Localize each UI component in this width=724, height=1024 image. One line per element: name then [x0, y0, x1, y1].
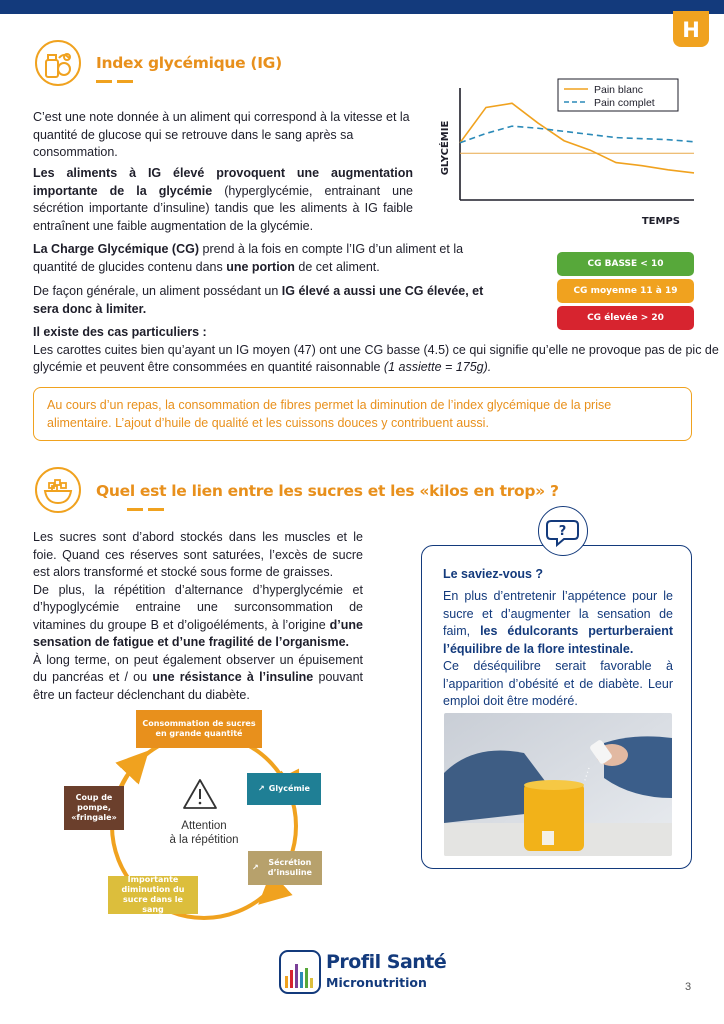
- sweetener-bold: les édulcorants perturberaient l’équilib…: [443, 624, 674, 656]
- arrow-up-icon: ↗: [258, 784, 265, 793]
- cg-level-low: CG BASSE < 10: [557, 252, 694, 276]
- long-term-text: À long terme, on peut également observer…: [33, 652, 363, 685]
- special-cases-heading: Il existe des cas particuliers :: [33, 325, 207, 339]
- sweetener-conclusion: Ce déséquilibre serait favorable à l’app…: [443, 659, 673, 708]
- general-paragraph: De façon générale, un aliment possédant …: [33, 283, 488, 318]
- cycle-step-insulin: ↗ Sécrétion d’insuline: [248, 851, 322, 885]
- food-basket-icon: [35, 40, 81, 86]
- section-title-sugar-weight: Quel est le lien entre les sucres et les…: [96, 482, 559, 500]
- fiber-note-text: Au cours d’un repas, la consommation de …: [47, 398, 612, 430]
- legend-label-1: Pain complet: [594, 97, 655, 109]
- special-cases-paragraph: Il existe des cas particuliers : Les car…: [33, 324, 723, 377]
- cycle-step-fatigue: Coup de pompe, «fringale»: [64, 786, 124, 830]
- top-bar: [0, 0, 724, 14]
- fiber-note-box: Au cours d’un repas, la consommation de …: [33, 387, 692, 441]
- hyperglycemia-text: De plus, la répétition d’alternance d’hy…: [33, 582, 363, 632]
- title-underline: [148, 508, 164, 511]
- arrow-up-icon: ↗: [252, 863, 259, 872]
- long-term-end: pouvant être un facteur déclenchant du d…: [33, 670, 363, 702]
- cg-term: La Charge Glycémique (CG): [33, 242, 200, 256]
- title-underline: [127, 508, 143, 511]
- page-number: 3: [685, 981, 692, 993]
- glycemia-label: Glycémie: [268, 784, 310, 793]
- general-text: De façon générale, un aliment possédant …: [33, 284, 282, 298]
- insulin-resistance-bold: une résistance à l’insuline: [152, 670, 314, 684]
- chapter-letter-badge: H: [673, 11, 709, 47]
- svg-text:?: ?: [559, 524, 567, 539]
- high-ig-text: (hyperglycémie, entrainant une sécrétion…: [33, 183, 413, 233]
- title-underline: [117, 80, 133, 83]
- attention-line2: à la répétition: [169, 834, 239, 846]
- attention-line1: Attention: [181, 820, 227, 832]
- warning-icon: [183, 779, 217, 809]
- fatigue-bold: d’une sensation de fatigue et d’une frag…: [33, 617, 363, 650]
- sweetener-photo: [444, 713, 672, 856]
- cg-level-medium: CG moyenne 11 à 19: [557, 279, 694, 303]
- sugar-bowl-icon: [35, 467, 81, 513]
- series-line-1: [459, 125, 695, 144]
- attention-label: Attention à la répétition: [150, 819, 258, 847]
- section-title-glycemic-index: Index glycémique (IG): [96, 54, 282, 72]
- cg-text: prend à la fois en compte l’IG d’un alim…: [33, 242, 464, 274]
- brand-name: Profil Santé: [326, 951, 447, 973]
- sweetener-text: En plus d’entretenir l’appétence pour le…: [443, 589, 673, 638]
- title-underline: [96, 80, 112, 83]
- brand-subtitle: Micronutrition: [326, 975, 427, 990]
- legend-box: [557, 78, 679, 112]
- cg-portion: une portion: [226, 259, 295, 274]
- intro-paragraph: C’est une note donnée à un aliment qui c…: [33, 109, 413, 162]
- series-line-0: [459, 102, 695, 174]
- x-axis-label: TEMPS: [642, 216, 680, 227]
- cycle-step-sugar-drop: Importante diminution du sucre dans le s…: [108, 875, 198, 914]
- question-bubble-icon: ?: [538, 506, 588, 556]
- cg-text-end: de cet aliment.: [294, 259, 380, 274]
- legend-label-0: Pain blanc: [594, 84, 643, 96]
- cg-paragraph: La Charge Glycémique (CG) prend à la foi…: [33, 241, 483, 276]
- insulin-label: Sécrétion d’insuline: [267, 858, 312, 877]
- general-bold: IG élevé a aussi une CG élevée, et sera …: [33, 284, 484, 316]
- intro-text: C’est une note donnée à un aliment qui c…: [33, 110, 410, 159]
- did-you-know-text: En plus d’entretenir l’appétence pour le…: [443, 588, 673, 711]
- high-ig-paragraph: Les aliments à IG élevé provoquent une a…: [33, 165, 413, 235]
- sugar-storage-paragraph: Les sucres sont d’abord stockés dans les…: [33, 529, 363, 704]
- special-cases-text: Les carottes cuites bien qu’ayant un IG …: [33, 342, 719, 375]
- profil-sante-logo: [279, 950, 469, 994]
- did-you-know-title: Le saviez-vous ?: [443, 567, 544, 581]
- high-ig-bold: Les aliments à IG élevé provoquent une a…: [33, 166, 413, 198]
- sugar-storage-text: Les sucres sont d’abord stockés dans les…: [33, 530, 363, 579]
- special-cases-note: (1 assiette = 175g).: [383, 360, 492, 374]
- cycle-step-glycemia: ↗Glycémie: [247, 773, 321, 805]
- cycle-step-consumption: Consommation de sucres en grande quantit…: [136, 710, 262, 748]
- cg-level-high: CG élevée > 20: [557, 306, 694, 330]
- y-axis-label: GLYCÉMIE: [438, 121, 451, 176]
